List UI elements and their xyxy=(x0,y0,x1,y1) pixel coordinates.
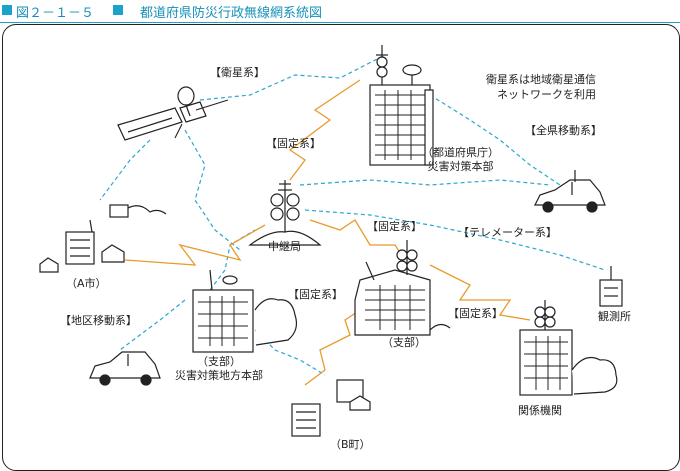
satellite-link-sat-hq xyxy=(199,54,386,101)
fixed-link-branch-main-b xyxy=(304,299,376,386)
fixed-link-relay-branch xyxy=(309,219,406,261)
agency-caption: 関係機関 xyxy=(518,404,562,417)
hq-caption-line1: （都道府県庁） xyxy=(422,146,499,159)
label-fixed-link-b: 【固定系】 xyxy=(288,288,343,301)
satellite-icon xyxy=(117,86,229,141)
branch-main-building xyxy=(354,240,451,336)
header-square-icon xyxy=(113,5,123,15)
relay-station xyxy=(248,180,322,246)
fixed-link-relay-hq xyxy=(288,79,361,181)
satellite-link-relay-observatory xyxy=(304,209,606,271)
hq-caption-line2: 災害対策本部 xyxy=(427,160,494,173)
figure-number: 図２－１－５ xyxy=(16,6,95,21)
prefecture-hq-building xyxy=(369,45,434,166)
label-satellite-link: 【衛星系】 xyxy=(210,66,265,79)
label-fixed-link-hq: 【固定系】 xyxy=(266,137,321,150)
label-district-mobile: 【地区移動系】 xyxy=(60,314,137,327)
figure-header: 図２－１－５ 都道府県防災行政無線網系統図 xyxy=(0,0,680,23)
satellite-note-line2: ネットワークを利用 xyxy=(497,88,596,101)
hq-caption: （都道府県庁） 災害対策本部 xyxy=(422,146,499,174)
city-a-caption: （A市） xyxy=(66,277,107,290)
figure-title: 都道府県防災行政無線網系統図 xyxy=(140,6,323,21)
prefecture-mobile-car xyxy=(534,170,606,213)
observatory-building xyxy=(599,266,623,307)
branch-office-building xyxy=(192,269,298,353)
satellite-link-hq-car xyxy=(429,94,561,186)
town-b-buildings xyxy=(291,379,371,437)
satellite-link-relay-car xyxy=(299,179,551,186)
fixed-links xyxy=(124,79,531,386)
label-prefecture-mobile: 【全県移動系】 xyxy=(525,124,602,137)
town-b-caption: （B町） xyxy=(330,438,371,451)
satellite-links xyxy=(99,54,606,376)
relay-caption: 中継局 xyxy=(268,240,301,253)
satellite-link-sat-branch xyxy=(184,129,241,251)
observatory-caption: 観測所 xyxy=(598,310,631,323)
satellite-note-line1: 衛星系は地域衛星通信 xyxy=(486,73,596,86)
branch-office-caption-line1: （支部） xyxy=(197,355,241,368)
fixed-link-relay-city-a xyxy=(124,224,266,266)
branch-office-caption-line2: 災害対策地方本部 xyxy=(175,369,263,382)
label-telemeter: 【テレメーター系】 xyxy=(458,226,557,239)
header-divider xyxy=(0,22,680,23)
satellite-link-sat-city-a xyxy=(99,139,151,201)
city-a-buildings xyxy=(39,204,167,273)
label-fixed-link-agency: 【固定系】 xyxy=(448,307,503,320)
fixed-link-branch-main-agency xyxy=(429,264,531,321)
label-fixed-link-branch: 【固定系】 xyxy=(367,220,422,233)
branch-office-caption: （支部） 災害対策地方本部 xyxy=(175,355,263,383)
satellite-link-branch-car xyxy=(119,299,186,351)
branch-main-caption: （支部） xyxy=(382,336,426,349)
satellite-note: 衛星系は地域衛星通信 ネットワークを利用 xyxy=(486,72,596,102)
header-square-icon xyxy=(2,5,12,15)
district-mobile-car xyxy=(89,351,161,386)
agency-building xyxy=(519,300,618,396)
